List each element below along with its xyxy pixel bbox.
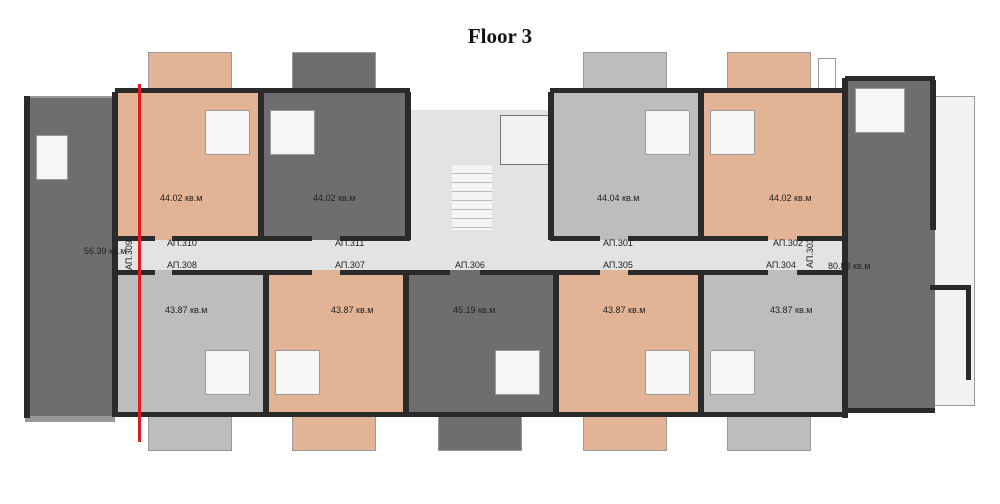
- balcony-305: [583, 415, 667, 451]
- page-title: Floor 3: [467, 24, 533, 48]
- area-311: 44.02 кв.м: [313, 193, 356, 203]
- wall: [548, 92, 554, 240]
- label-302: АП.302: [773, 238, 803, 248]
- area-302: 44.02 кв.м: [769, 193, 812, 203]
- wall: [172, 270, 312, 275]
- balcony-301: [583, 52, 667, 92]
- label-305: АП.305: [603, 260, 633, 270]
- wall: [698, 92, 704, 240]
- wall: [930, 285, 970, 290]
- wall: [628, 270, 768, 275]
- balcony-311: [292, 52, 376, 92]
- wall: [553, 270, 559, 415]
- wall: [550, 88, 845, 93]
- bed-303: [855, 88, 905, 133]
- wall: [930, 80, 936, 230]
- wall: [340, 270, 450, 275]
- wall: [403, 270, 409, 415]
- corridor: [115, 240, 845, 270]
- wall: [172, 236, 312, 241]
- wall: [115, 270, 155, 275]
- label-310: АП.310: [167, 238, 197, 248]
- balcony-308: [148, 415, 232, 451]
- bed-310: [205, 110, 250, 155]
- balcony-307: [292, 415, 376, 451]
- bed-301: [645, 110, 690, 155]
- bed-307: [275, 350, 320, 395]
- area-306: 45.19 кв.м: [453, 305, 496, 315]
- section-marker-line: [138, 84, 141, 442]
- area-304: 43.87 кв.м: [770, 305, 813, 315]
- balcony-306: [438, 415, 522, 451]
- balcony-303-small: [818, 58, 836, 90]
- wall: [340, 236, 410, 241]
- bed-308: [205, 350, 250, 395]
- area-309: 56.39 кв.м: [84, 246, 127, 256]
- area-308: 43.87 кв.м: [165, 305, 208, 315]
- bed-302: [710, 110, 755, 155]
- stairs: [452, 165, 492, 230]
- label-306: АП.306: [455, 260, 485, 270]
- bed-311: [270, 110, 315, 155]
- label-309: АП.309: [124, 240, 134, 270]
- wall: [550, 236, 600, 241]
- wall: [405, 92, 411, 240]
- bed-304: [710, 350, 755, 395]
- wall: [628, 236, 768, 241]
- area-310: 44.02 кв.м: [160, 193, 203, 203]
- wall: [845, 408, 935, 413]
- wall: [115, 236, 155, 241]
- balcony-304: [727, 415, 811, 451]
- wall: [24, 96, 30, 418]
- wall: [966, 285, 971, 380]
- wall: [842, 78, 848, 418]
- wall: [480, 270, 600, 275]
- area-307: 43.87 кв.м: [331, 305, 374, 315]
- label-308: АП.308: [167, 260, 197, 270]
- bed-309: [36, 135, 68, 180]
- wall: [258, 92, 264, 240]
- wall: [115, 412, 845, 417]
- label-307: АП.307: [335, 260, 365, 270]
- balcony-310: [148, 52, 232, 92]
- label-304: АП.304: [766, 260, 796, 270]
- label-311: АП.311: [335, 238, 365, 248]
- apartment-303[interactable]: [845, 80, 935, 410]
- area-305: 43.87 кв.м: [603, 305, 646, 315]
- wall: [698, 270, 704, 415]
- area-301: 44.04 кв.м: [597, 193, 640, 203]
- wall: [263, 270, 269, 415]
- elevator: [500, 115, 550, 165]
- wall: [115, 88, 410, 93]
- wall: [112, 92, 118, 417]
- bed-306: [495, 350, 540, 395]
- wall: [845, 76, 935, 81]
- wall: [797, 236, 845, 241]
- wall: [797, 270, 845, 275]
- bed-305: [645, 350, 690, 395]
- area-303: 80.88 кв.м: [828, 261, 871, 271]
- label-301: АП.301: [603, 238, 633, 248]
- label-303: АП.303: [805, 238, 815, 268]
- balcony-302: [727, 52, 811, 92]
